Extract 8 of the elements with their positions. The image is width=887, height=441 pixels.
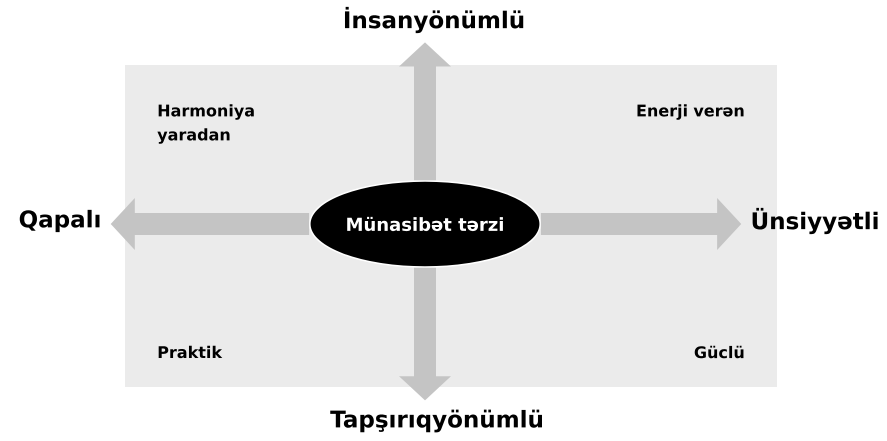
quadrant-label: Güclü <box>694 346 744 358</box>
axis-label: Ünsiyyətli <box>752 208 878 234</box>
axis-label: Qapalı <box>20 210 100 232</box>
quadrant-label: Praktik <box>158 346 222 358</box>
axis-label: İnsanyönümlü <box>344 6 524 34</box>
quadrant-label: Enerji verən <box>638 104 744 120</box>
quadrant-label: Harmoniya yaradan <box>157 104 254 144</box>
axis-label: Tapşırıqyönümlü <box>330 410 542 432</box>
